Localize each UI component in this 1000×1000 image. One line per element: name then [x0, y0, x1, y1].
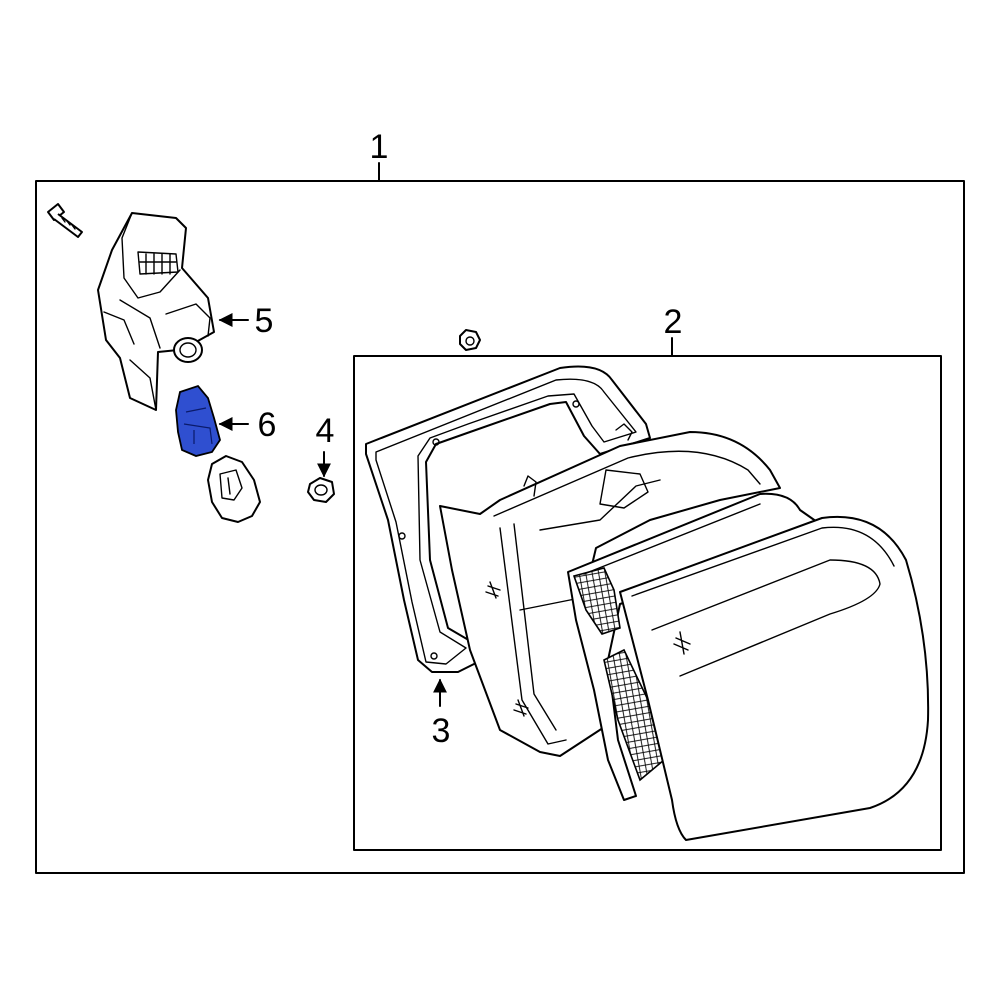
- nut-icon[interactable]: [307, 477, 335, 503]
- lens-cover-icon[interactable]: [619, 516, 930, 841]
- gasket-icon[interactable]: [365, 365, 651, 673]
- callout-6-label[interactable]: 6: [258, 406, 277, 444]
- callout-5-label[interactable]: 5: [255, 302, 274, 340]
- callout-1-label[interactable]: 1: [370, 128, 389, 166]
- reflector-lens-icon[interactable]: [567, 492, 821, 801]
- lamp-frame: [353, 355, 942, 851]
- assembly-frame: [35, 180, 965, 874]
- callout-2-label[interactable]: 2: [664, 303, 683, 341]
- callout-4-label[interactable]: 4: [316, 412, 335, 450]
- bulb-outline-icon: [207, 455, 261, 523]
- screw-icon[interactable]: [47, 203, 83, 238]
- bulb-socket-icon[interactable]: [97, 212, 215, 411]
- highlighted-bulb-icon[interactable]: [175, 384, 221, 457]
- small-nut-icon[interactable]: [459, 329, 481, 351]
- callout-3-label[interactable]: 3: [432, 712, 451, 750]
